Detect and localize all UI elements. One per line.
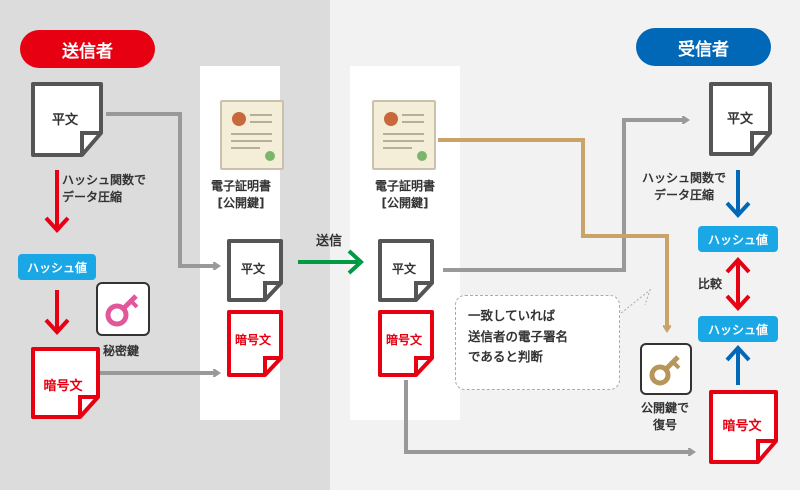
sender-hash-step: ハッシュ関数で データ圧縮 [62, 173, 147, 205]
arrow-certificate-to-public-key [438, 138, 667, 330]
receiver-plaintext-label: 平文 [726, 112, 753, 127]
arrow-ciphertext-to-receiver [404, 380, 693, 452]
package-ciphertext-label: 暗号文 [234, 333, 271, 347]
certificate-label-sender: 電子証明書 [公開鍵] [210, 179, 271, 211]
arrow-plaintext-to-receiver [443, 120, 687, 272]
receiver-side-plaintext-label: 平文 [391, 262, 416, 276]
receiver-role-badge: 受信者 [636, 28, 771, 66]
certificate-label-receiver: 電子証明書 [公開鍵] [374, 179, 435, 211]
private-key-icon [105, 294, 139, 327]
package-ciphertext-doc [227, 310, 283, 377]
arrow-receiver-decrypt [725, 345, 751, 385]
arrow-receiver-hash [725, 170, 751, 218]
package-plaintext-label: 平文 [240, 262, 265, 276]
arrow-plaintext-to-package [106, 112, 218, 266]
compare-label: 比較 [697, 277, 722, 291]
public-key-box [640, 343, 692, 395]
sender-hash-value: ハッシュ値 [18, 254, 96, 280]
sender-ciphertext-label: 暗号文 [43, 379, 83, 394]
package-plaintext-doc [227, 239, 283, 302]
public-key-icon [649, 355, 681, 386]
receiver-hash-value-bottom: ハッシュ値 [698, 316, 778, 342]
sender-plaintext-doc [31, 82, 103, 157]
receiver-side-plaintext-doc [378, 239, 434, 302]
public-key-decrypt-label: 公開鍵で 復号 [640, 401, 689, 433]
sender-plaintext-label: 平文 [51, 113, 78, 128]
receiver-ciphertext-doc [709, 390, 778, 464]
compare-double-arrow [725, 257, 751, 311]
receiver-side-ciphertext-label: 暗号文 [385, 333, 422, 347]
send-arrow [298, 249, 364, 275]
verification-note: 一致していれば 送信者の電子署名 であると判断 [455, 295, 620, 390]
arrow-sender-encrypt [44, 290, 70, 335]
receiver-side-ciphertext-doc [378, 310, 434, 377]
arrow-sender-hash [44, 170, 70, 233]
sender-role-badge: 送信者 [20, 30, 155, 68]
send-label: 送信 [315, 234, 342, 249]
receiver-hash-value-top: ハッシュ値 [698, 226, 778, 252]
private-key-box [96, 282, 150, 336]
receiver-hash-step: ハッシュ関数で データ圧縮 [641, 171, 726, 203]
certificate-icon-receiver [372, 100, 436, 170]
receiver-ciphertext-label: 暗号文 [722, 419, 762, 434]
note-callout-tail [614, 288, 652, 319]
receiver-plaintext-doc [709, 82, 772, 156]
sender-ciphertext-doc [31, 347, 100, 419]
private-key-label: 秘密鍵 [102, 344, 139, 358]
certificate-icon-sender [220, 100, 284, 170]
